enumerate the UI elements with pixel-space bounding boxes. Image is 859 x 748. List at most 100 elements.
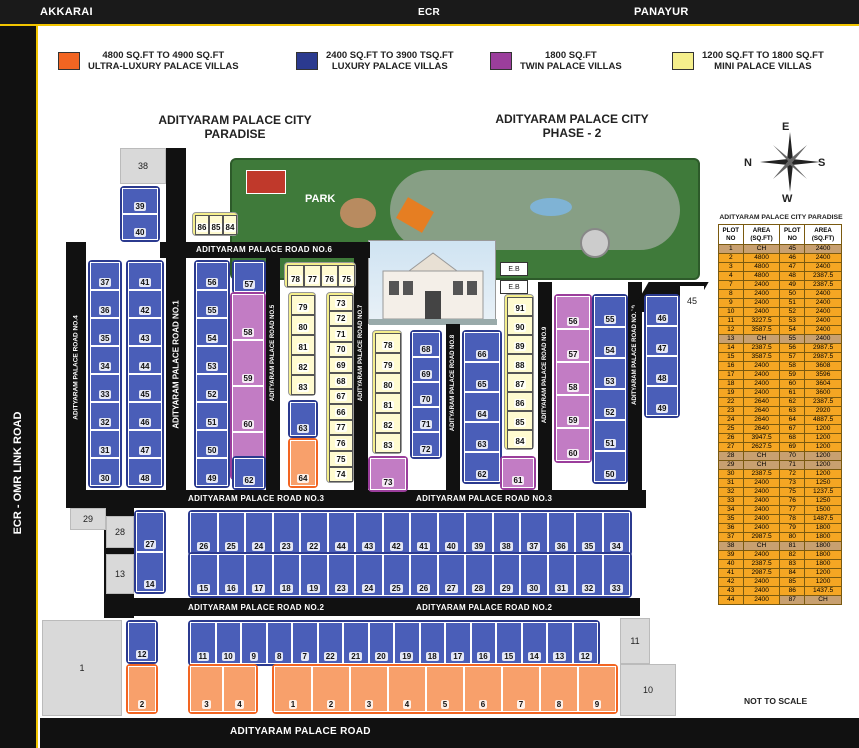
plot-80[interactable]: 80 xyxy=(291,315,315,335)
plot-26[interactable]: 26 xyxy=(190,512,218,554)
plot-50[interactable]: 50 xyxy=(594,451,626,482)
plot-50[interactable]: 50 xyxy=(196,430,228,458)
plot-33[interactable]: 33 xyxy=(602,554,630,596)
plot-38[interactable]: 38 xyxy=(492,512,520,554)
plot-35[interactable]: 35 xyxy=(575,512,603,554)
plot-36[interactable]: 36 xyxy=(90,290,120,318)
plot-51[interactable]: 51 xyxy=(196,402,228,430)
plot-40[interactable]: 40 xyxy=(122,214,158,240)
plot-9[interactable]: 9 xyxy=(241,622,267,664)
plot-75[interactable]: 75 xyxy=(329,451,353,467)
plot-22[interactable]: 22 xyxy=(317,622,343,664)
plot-42[interactable]: 42 xyxy=(128,290,162,318)
plot-31[interactable]: 31 xyxy=(547,554,575,596)
plot-73[interactable]: 73 xyxy=(329,295,353,311)
plot-49[interactable]: 49 xyxy=(646,386,678,416)
plot-2[interactable]: 2 xyxy=(128,666,156,712)
plot-64[interactable]: 64 xyxy=(464,392,500,422)
plot-63[interactable]: 63 xyxy=(464,422,500,452)
plot-14[interactable]: 14 xyxy=(136,552,164,592)
plot-12[interactable]: 12 xyxy=(128,622,156,662)
plot-39[interactable]: 39 xyxy=(465,512,493,554)
plot-81[interactable]: 81 xyxy=(291,335,315,355)
plot-31[interactable]: 31 xyxy=(90,430,120,458)
plot-63[interactable]: 63 xyxy=(290,402,316,436)
plot-46[interactable]: 46 xyxy=(128,402,162,430)
plot-52[interactable]: 52 xyxy=(594,389,626,420)
plot-79[interactable]: 79 xyxy=(291,295,315,315)
plot-40[interactable]: 40 xyxy=(437,512,465,554)
plot-27[interactable]: 27 xyxy=(437,554,465,596)
plot-7[interactable]: 7 xyxy=(292,622,318,664)
plot-64[interactable]: 64 xyxy=(290,440,316,486)
plot-34[interactable]: 34 xyxy=(602,512,630,554)
plot-78[interactable]: 78 xyxy=(375,333,401,353)
plot-85[interactable]: 85 xyxy=(507,411,533,430)
plot-57[interactable]: 57 xyxy=(234,262,264,292)
plot-48[interactable]: 48 xyxy=(646,356,678,386)
plot-15[interactable]: 15 xyxy=(496,622,522,664)
plot-39[interactable]: 39 xyxy=(122,188,158,214)
plot-76[interactable]: 76 xyxy=(329,435,353,451)
plot-41[interactable]: 41 xyxy=(410,512,438,554)
plot-82[interactable]: 82 xyxy=(375,413,401,433)
plot-34[interactable]: 34 xyxy=(90,346,120,374)
plot-69[interactable]: 69 xyxy=(329,357,353,373)
plot-22[interactable]: 22 xyxy=(300,512,328,554)
plot-66[interactable]: 66 xyxy=(329,404,353,420)
plot-49[interactable]: 49 xyxy=(196,458,228,486)
plot-8[interactable]: 8 xyxy=(540,666,578,712)
plot-47[interactable]: 47 xyxy=(646,326,678,356)
plot-19[interactable]: 19 xyxy=(300,554,328,596)
plot-21[interactable]: 21 xyxy=(343,622,369,664)
plot-85[interactable]: 85 xyxy=(209,215,223,235)
plot-6[interactable]: 6 xyxy=(464,666,502,712)
plot-23[interactable]: 23 xyxy=(327,554,355,596)
plot-82[interactable]: 82 xyxy=(291,355,315,375)
plot-30[interactable]: 30 xyxy=(90,458,120,486)
plot-79[interactable]: 79 xyxy=(375,353,401,373)
plot-32[interactable]: 32 xyxy=(90,402,120,430)
plot-43[interactable]: 43 xyxy=(128,318,162,346)
plot-90[interactable]: 90 xyxy=(507,316,533,335)
plot-9[interactable]: 9 xyxy=(578,666,616,712)
plot-3[interactable]: 3 xyxy=(190,666,223,712)
plot-2[interactable]: 2 xyxy=(312,666,350,712)
plot-87[interactable]: 87 xyxy=(507,373,533,392)
plot-60[interactable]: 60 xyxy=(556,428,590,461)
plot-19[interactable]: 19 xyxy=(394,622,420,664)
plot-8[interactable]: 8 xyxy=(266,622,292,664)
plot-66[interactable]: 66 xyxy=(464,332,500,362)
plot-27[interactable]: 27 xyxy=(136,512,164,552)
plot-32[interactable]: 32 xyxy=(575,554,603,596)
plot-59[interactable]: 59 xyxy=(556,395,590,428)
plot-57[interactable]: 57 xyxy=(556,329,590,362)
plot-37[interactable]: 37 xyxy=(520,512,548,554)
plot-73[interactable]: 73 xyxy=(370,458,406,490)
plot-4[interactable]: 4 xyxy=(223,666,256,712)
plot-71[interactable]: 71 xyxy=(412,407,440,432)
plot-37[interactable]: 37 xyxy=(90,262,120,290)
plot-28[interactable]: 28 xyxy=(465,554,493,596)
plot-54[interactable]: 54 xyxy=(594,327,626,358)
plot-65[interactable]: 65 xyxy=(464,362,500,392)
plot-24[interactable]: 24 xyxy=(245,512,273,554)
plot-24[interactable]: 24 xyxy=(355,554,383,596)
plot-67[interactable]: 67 xyxy=(329,388,353,405)
plot-18[interactable]: 18 xyxy=(419,622,445,664)
plot-23[interactable]: 23 xyxy=(272,512,300,554)
plot-44[interactable]: 44 xyxy=(327,512,355,554)
plot-43[interactable]: 43 xyxy=(355,512,383,554)
plot-44[interactable]: 44 xyxy=(128,346,162,374)
plot-12[interactable]: 12 xyxy=(572,622,598,664)
plot-84[interactable]: 84 xyxy=(507,430,533,449)
plot-25[interactable]: 25 xyxy=(217,512,245,554)
plot-77[interactable]: 77 xyxy=(329,419,353,436)
plot-88[interactable]: 88 xyxy=(507,354,533,373)
plot-77[interactable]: 77 xyxy=(304,265,321,287)
plot-45[interactable]: 45 xyxy=(128,374,162,402)
plot-25[interactable]: 25 xyxy=(382,554,410,596)
plot-14[interactable]: 14 xyxy=(521,622,547,664)
plot-51[interactable]: 51 xyxy=(594,420,626,451)
plot-15[interactable]: 15 xyxy=(190,554,218,596)
